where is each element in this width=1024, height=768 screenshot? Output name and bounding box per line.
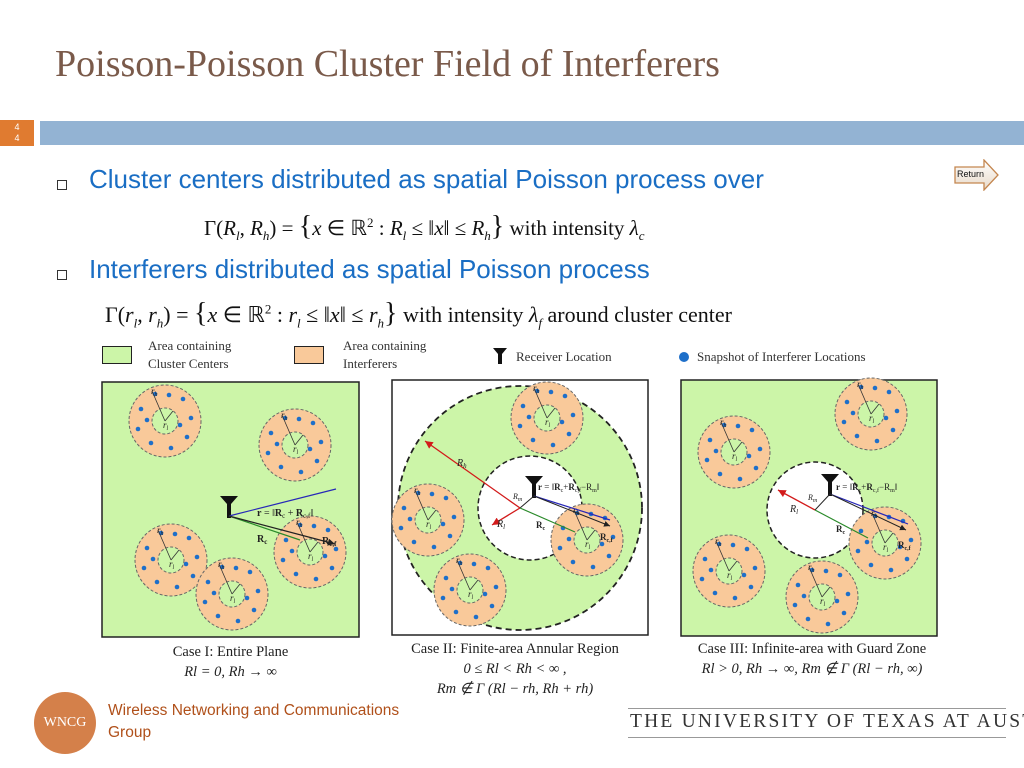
svg-text:Rc: Rc <box>836 524 846 536</box>
footer-rule-top <box>628 708 1006 709</box>
case-2-diagram: Rh Rl Rm r = ‖Rc+Rc,f−Rm‖ Rc Rc,f <box>391 379 649 636</box>
svg-text:Rc: Rc <box>257 534 267 546</box>
svg-text:r = ‖Rc + Rc,f‖: r = ‖Rc + Rc,f‖ <box>257 508 313 520</box>
case-1-caption: Case I: Entire Plane Rl = 0, Rh → ∞ <box>172 644 289 680</box>
return-label: Return <box>957 169 985 179</box>
title-bar <box>40 121 1024 145</box>
bullet-interferers: Interferers distributed as spatial Poiss… <box>89 254 650 284</box>
bullet-cluster-centers: Cluster centers distributed as spatial P… <box>89 164 764 194</box>
legend-receiver: Receiver Location <box>516 349 612 364</box>
svg-text:Rl: Rl <box>496 519 505 531</box>
group-name: Wireless Networking and Communications G… <box>108 702 400 741</box>
legend-cluster-centers: Area containing Cluster Centers <box>148 338 232 371</box>
receiver-antenna-icon <box>493 348 507 364</box>
bullet-marker <box>57 270 67 280</box>
svg-text:Rm: Rm <box>512 492 523 503</box>
legend-swatch-orange <box>294 346 324 364</box>
case-3-diagram: Rl Rm r = ‖Rc+Rc,f−Rm‖ Rc Rc,f <box>680 377 938 637</box>
svg-text:Rc: Rc <box>536 520 546 532</box>
svg-text:Rl: Rl <box>789 504 798 516</box>
bullet-marker <box>57 180 67 190</box>
wncg-logo: WNCG <box>34 692 96 754</box>
university-wordmark: THE UNIVERSITY OF TEXAS AT AUSTIN <box>630 711 1024 732</box>
return-button[interactable]: Return <box>954 158 999 192</box>
equation-cluster-region: Γ(Rl, Rh) = {x ∈ ℝ2 : Rl ≤ ‖x‖ ≤ Rh} wit… <box>204 211 645 244</box>
case-3-caption: Case III: Infinite-area with Guard Zone … <box>697 641 927 677</box>
slide-number: 4 4 <box>0 120 34 146</box>
interferer-dot-icon <box>679 352 689 362</box>
legend-snapshot: Snapshot of Interferer Locations <box>697 349 866 364</box>
svg-text:r = ‖Rc+Rc,f−Rm‖: r = ‖Rc+Rc,f−Rm‖ <box>836 482 897 494</box>
case-2-caption: Case II: Finite-area Annular Region 0 ≤ … <box>411 641 619 697</box>
svg-text:Rm: Rm <box>807 493 818 504</box>
equation-interferer-region: Γ(rl, rh) = {x ∈ ℝ2 : rl ≤ ‖x‖ ≤ rh} wit… <box>105 298 732 331</box>
legend-interferers: Area containing Interferers <box>343 338 427 371</box>
svg-text:r = ‖Rc+Rc,f−Rm‖: r = ‖Rc+Rc,f−Rm‖ <box>538 482 599 494</box>
slide-title: Poisson-Poisson Cluster Field of Interfe… <box>55 43 720 85</box>
arrow-right-icon <box>954 158 999 192</box>
legend-swatch-green <box>102 346 132 364</box>
case-1-diagram: r = ‖Rc + Rc,f‖ Rc Rc,f <box>101 381 360 638</box>
svg-text:Rh: Rh <box>456 458 467 470</box>
footer-rule-bottom <box>628 737 1006 738</box>
